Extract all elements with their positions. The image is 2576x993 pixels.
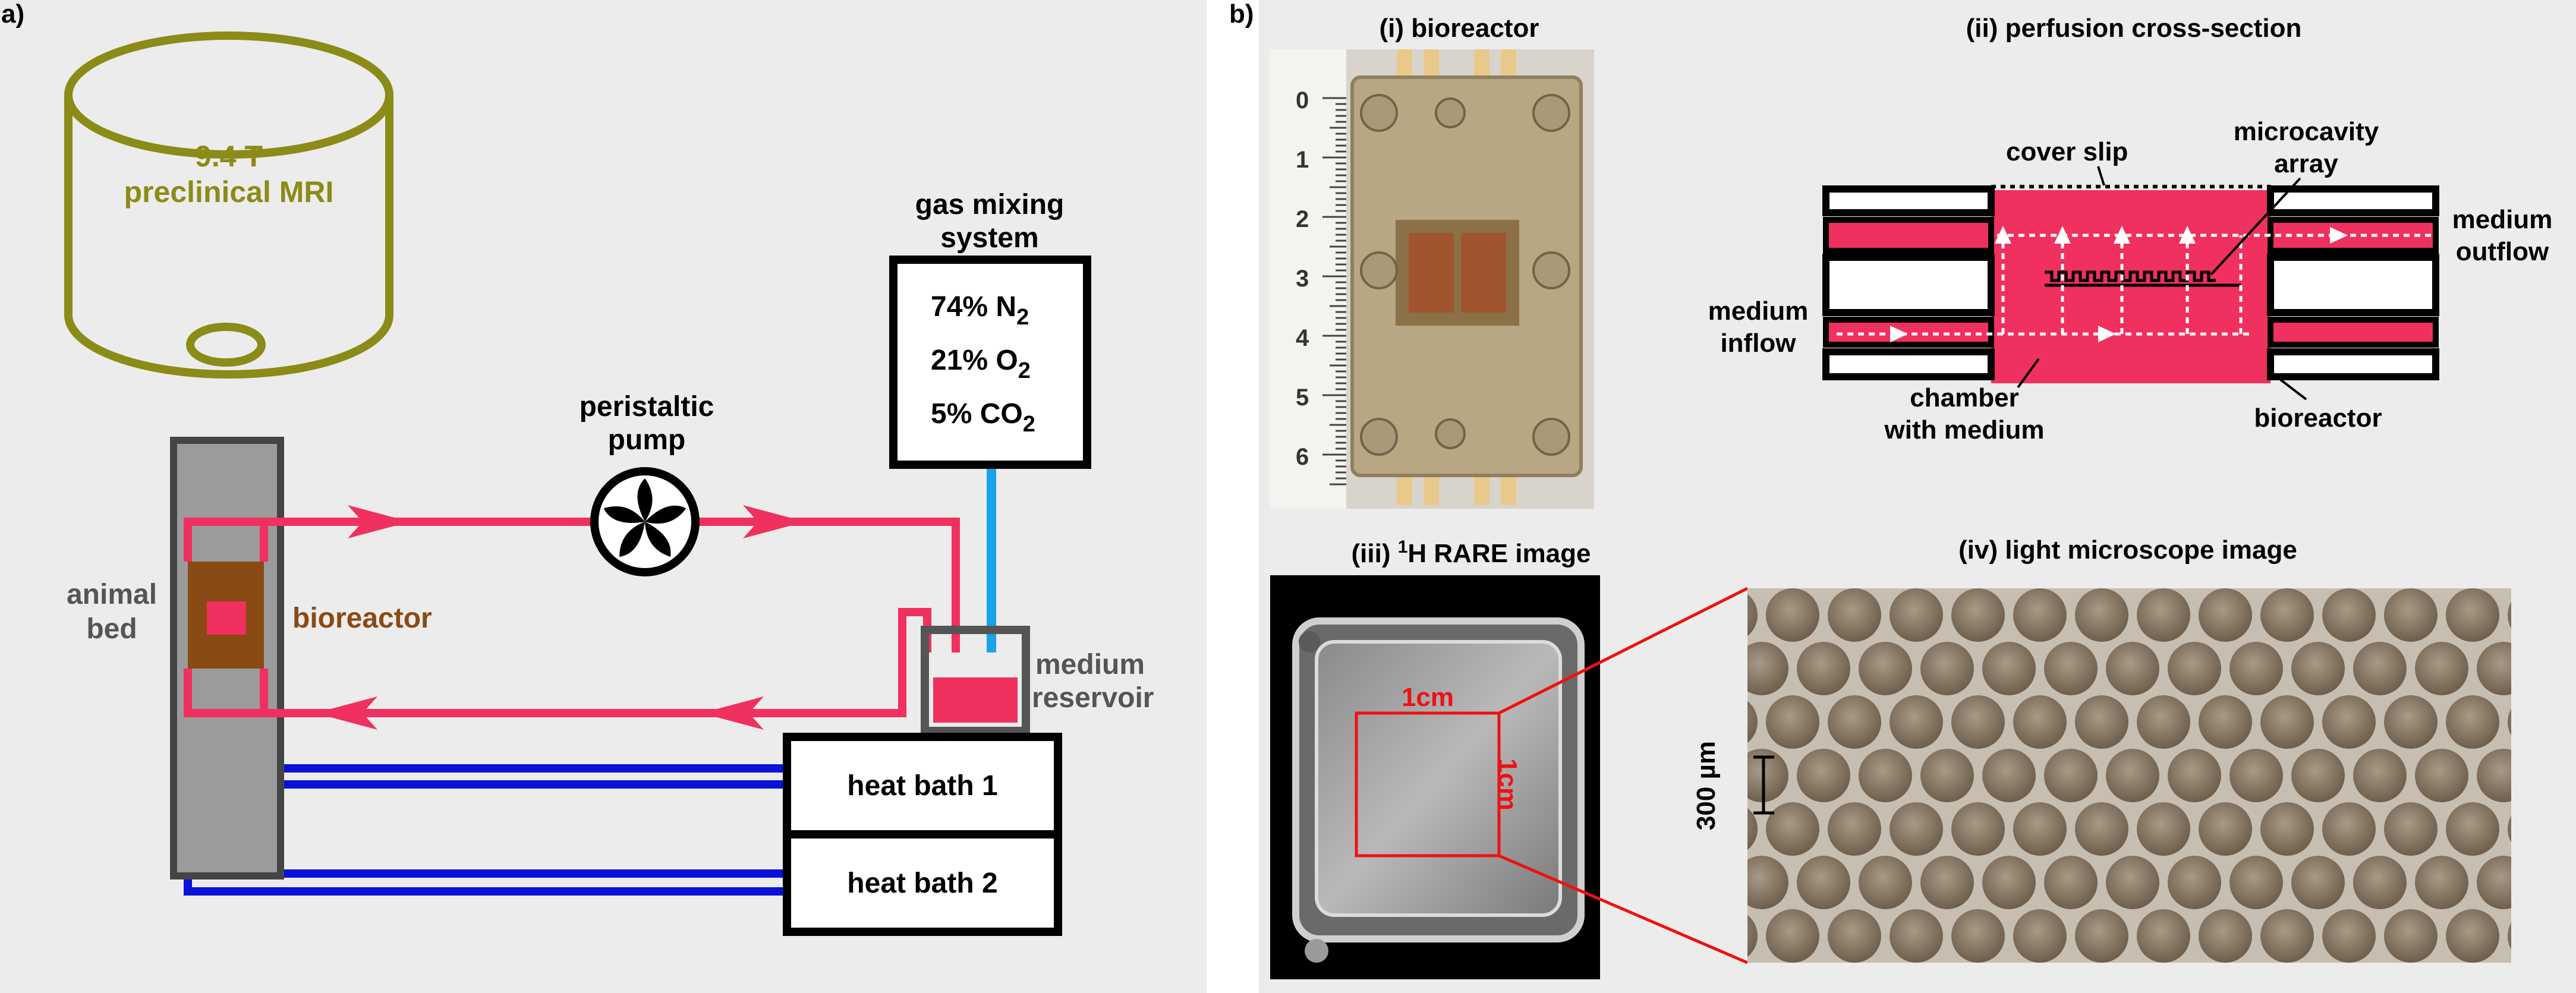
ruler-label-4: 4 bbox=[1296, 325, 1309, 351]
zoom-line-top bbox=[1498, 587, 1749, 715]
panel-b: b) (i) bioreactor 0 1 2 3 4 5 6 bbox=[1229, 0, 2576, 993]
rare-scale-vertical: 1cm bbox=[1493, 758, 1522, 811]
outflow-label-1: medium bbox=[2452, 205, 2553, 234]
pump-label-1: peristaltic bbox=[580, 391, 714, 423]
mri-scanner: 9.4 T preclinical MRI bbox=[64, 31, 393, 379]
ruler-label-6: 6 bbox=[1296, 444, 1309, 470]
flow-arrows bbox=[315, 505, 805, 730]
housing-screws bbox=[1360, 94, 1570, 456]
heat-bath-1-label: heat bath 1 bbox=[847, 770, 997, 802]
chamber-label-2: with medium bbox=[1884, 415, 2045, 445]
panel-i-title: (i) bioreactor bbox=[1380, 14, 1539, 43]
ruler-label-0: 0 bbox=[1296, 87, 1309, 114]
bioreactor-xs-label: bioreactor bbox=[2254, 403, 2382, 433]
animal-bed-label-2: bed bbox=[86, 613, 137, 645]
panel-a-label: a) bbox=[1, 0, 24, 29]
rare-scale-horizontal: 1cm bbox=[1402, 683, 1454, 712]
gas-co2: 5% CO2 bbox=[931, 398, 1035, 437]
panel-b-label: b) bbox=[1229, 0, 1254, 29]
ruler-label-1: 1 bbox=[1296, 147, 1309, 173]
gas-title-2: system bbox=[940, 222, 1038, 254]
pump-label-2: pump bbox=[608, 424, 686, 456]
ruler-label-3: 3 bbox=[1296, 266, 1309, 292]
ruler-tick-marks bbox=[1322, 97, 1346, 486]
inlet-lower-channel bbox=[1823, 317, 1994, 348]
rare-image: 1cm 1cm bbox=[1270, 575, 1600, 979]
microcavity-label-1: microcavity bbox=[2234, 117, 2379, 146]
outflow-label-2: outflow bbox=[2456, 237, 2549, 266]
reservoir-medium bbox=[933, 677, 1018, 723]
inflow-label-1: medium bbox=[1708, 297, 1809, 326]
medium-loop bbox=[184, 518, 960, 717]
reactor-walls bbox=[1822, 185, 2439, 380]
outlet-lower-channel bbox=[2268, 317, 2439, 348]
chamber-label-1: chamber bbox=[1910, 383, 2018, 412]
inlet-upper-channel bbox=[1823, 217, 1994, 254]
flow-arrow-1 bbox=[348, 505, 410, 538]
gas-n2: 74% N2 bbox=[931, 291, 1029, 330]
ruler bbox=[1270, 49, 1346, 509]
inflow-label-2: inflow bbox=[1720, 329, 1796, 358]
flow-arrow-2 bbox=[743, 505, 805, 538]
microcavity-label-2: array bbox=[2274, 149, 2338, 178]
cover-slip-label: cover slip bbox=[2006, 137, 2128, 166]
panel-a: a) 9.4 T preclinical MRI animal bed bior… bbox=[0, 0, 1207, 993]
rare-scale-box bbox=[1355, 711, 1501, 858]
reservoir-label-1: medium bbox=[1035, 649, 1145, 680]
bioreactor-label: bioreactor bbox=[292, 603, 432, 634]
gas-box bbox=[889, 256, 1091, 469]
flow-arrow-4 bbox=[701, 696, 764, 730]
animal-bed-label-1: animal bbox=[67, 579, 157, 610]
panel-iii-title: (iii) 1H RARE image bbox=[1352, 537, 1591, 568]
heat-bath-2-label: heat bath 2 bbox=[847, 868, 997, 899]
bioreactor-photo: 0 1 2 3 4 5 6 bbox=[1270, 49, 1594, 509]
reservoir-label-2: reservoir bbox=[1032, 682, 1154, 714]
gas-mixing-system: gas mixing system 74% N2 21% O2 5% CO2 bbox=[889, 189, 1091, 469]
zoom-line-bottom bbox=[1498, 854, 1748, 964]
flow-arrow-3 bbox=[315, 696, 377, 730]
pump-rotor-icon bbox=[603, 478, 686, 557]
mri-label-field: 9.4 T bbox=[195, 140, 263, 173]
bioreactor-chamber bbox=[207, 601, 246, 635]
ruler-label-5: 5 bbox=[1296, 384, 1309, 411]
gas-o2: 21% O2 bbox=[931, 345, 1031, 383]
panel-iv-title: (iv) light microscope image bbox=[1958, 535, 2297, 565]
ruler-label-2: 2 bbox=[1296, 206, 1309, 232]
medium-reservoir: medium reservoir bbox=[921, 626, 1154, 735]
mri-bore bbox=[186, 323, 266, 367]
peristaltic-pump: peristaltic pump bbox=[580, 391, 714, 576]
ruler-labels: 0 1 2 3 4 5 6 bbox=[1296, 87, 1309, 470]
cross-section: cover slip microcavity array medium outf… bbox=[1708, 117, 2553, 445]
microscope-scale-label: 300 µm bbox=[1692, 741, 1721, 830]
microscope-image: 300 µm bbox=[1692, 588, 2511, 963]
mri-label-name: preclinical MRI bbox=[124, 175, 334, 209]
flow-direction-arrows bbox=[1890, 226, 2348, 342]
panel-ii-title: (ii) perfusion cross-section bbox=[1966, 14, 2302, 43]
gas-title-1: gas mixing bbox=[915, 189, 1065, 220]
heat-baths: heat bath 1 heat bath 2 bbox=[783, 733, 1062, 936]
